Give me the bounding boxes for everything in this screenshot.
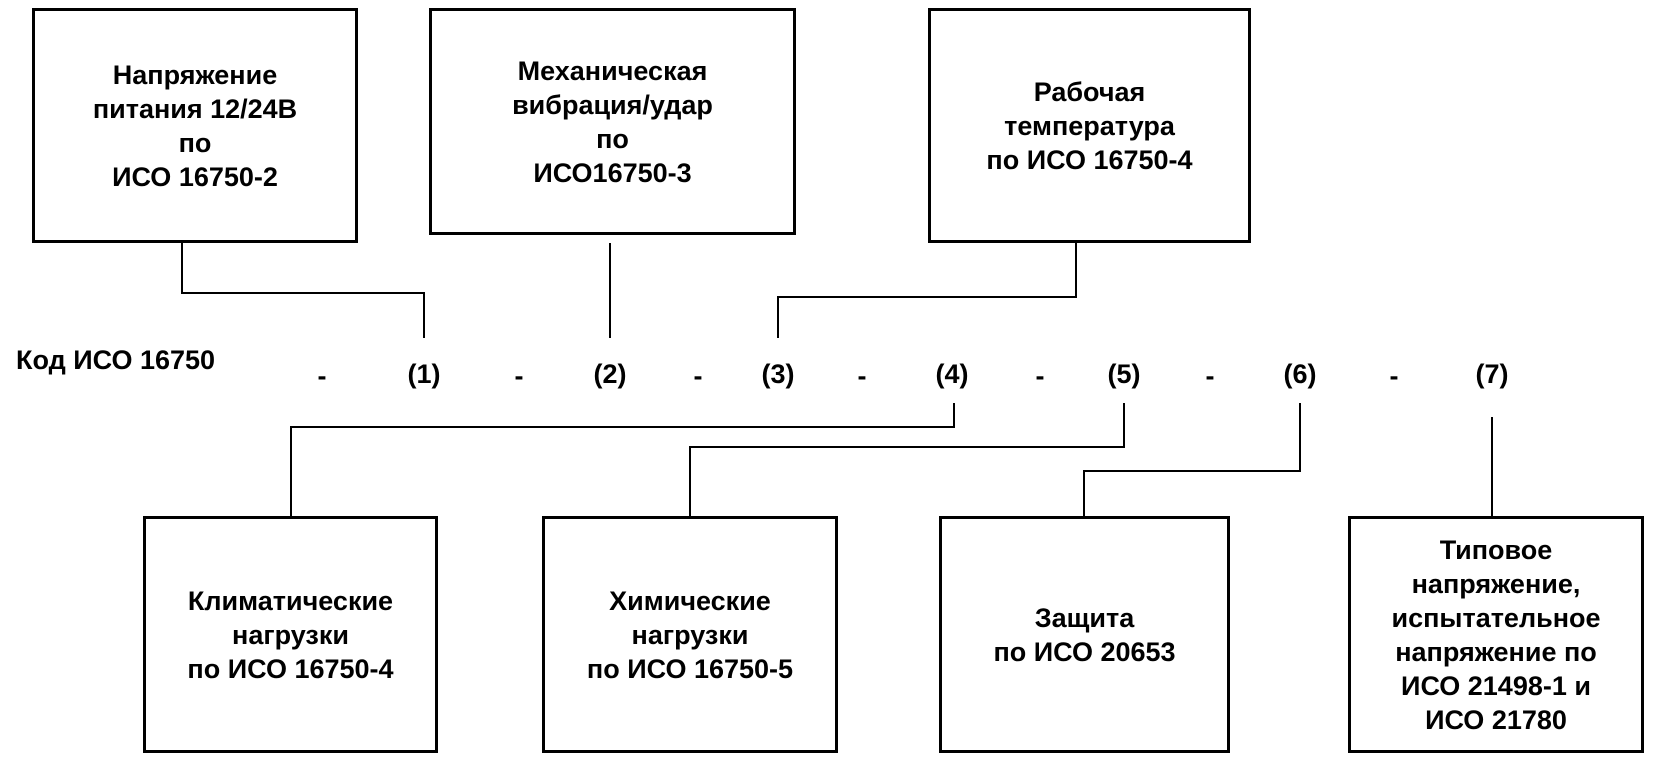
box-line: по ИСО 16750-4	[986, 144, 1193, 175]
box-line: напряжение,	[1411, 568, 1581, 599]
code-position-4: (4)	[935, 359, 969, 389]
box-line: Рабочая	[1033, 76, 1146, 107]
code-position-6: (6)	[1283, 359, 1317, 389]
box-line: ИСО 16750-2	[112, 161, 278, 192]
box-line: ИСО 21498-1 и	[1401, 670, 1591, 701]
code-position-7: (7)	[1475, 359, 1509, 389]
code-position-1: (1)	[407, 359, 441, 389]
box-line: по ИСО 20653	[993, 636, 1176, 667]
connector-line-5	[689, 403, 1125, 516]
box-chemical-loads: Химические нагрузки по ИСО 16750-5	[542, 516, 838, 753]
box-line: ИСО 21780	[1425, 704, 1567, 735]
box-operating-temperature: Рабочая температура по ИСО 16750-4	[928, 8, 1251, 243]
box-climatic-loads: Климатические нагрузки по ИСО 16750-4	[143, 516, 438, 753]
separator: -	[514, 361, 524, 391]
box-line: Химические	[609, 585, 771, 616]
box-line: по	[178, 127, 212, 158]
box-line: по ИСО 16750-5	[586, 653, 794, 684]
separator: -	[857, 361, 867, 391]
box-mechanical-vibration: Механическая вибрация/удар по ИСО16750-3	[429, 8, 796, 235]
box-line: температура	[1004, 110, 1175, 141]
code-position-2: (2)	[593, 359, 627, 389]
box-line: нагрузки	[631, 619, 749, 650]
separator: -	[1205, 361, 1215, 391]
box-line: питания 12/24В	[92, 93, 298, 124]
code-prefix: Код ИСО 16750	[16, 345, 216, 375]
box-supply-voltage: Напряжение питания 12/24В по ИСО 16750-2	[32, 8, 358, 243]
box-line: Защита	[1034, 602, 1135, 633]
connector-line-6	[1083, 403, 1301, 516]
connector-line-1	[181, 243, 425, 338]
connector-line-3	[777, 243, 1077, 338]
code-position-5: (5)	[1107, 359, 1141, 389]
box-line: Климатические	[187, 585, 394, 616]
box-line: ИСО16750-3	[533, 157, 692, 188]
box-line: Механическая	[517, 55, 708, 86]
box-line: испытательное	[1391, 602, 1601, 633]
box-line: Напряжение	[112, 59, 278, 90]
separator: -	[693, 361, 703, 391]
separator: -	[317, 361, 327, 391]
box-protection: Защита по ИСО 20653	[939, 516, 1230, 753]
separator: -	[1389, 361, 1399, 391]
separator: -	[1035, 361, 1045, 391]
code-position-3: (3)	[761, 359, 795, 389]
box-line: по	[596, 123, 629, 154]
connector-line-4	[290, 403, 955, 516]
box-line: нагрузки	[232, 619, 349, 650]
box-line: напряжение по	[1395, 636, 1597, 667]
box-line: Типовое	[1439, 534, 1553, 565]
box-line: по ИСО 16750-4	[187, 653, 394, 684]
box-typical-voltage: Типовое напряжение, испытательное напряж…	[1348, 516, 1644, 753]
box-line: вибрация/удар	[512, 89, 713, 120]
